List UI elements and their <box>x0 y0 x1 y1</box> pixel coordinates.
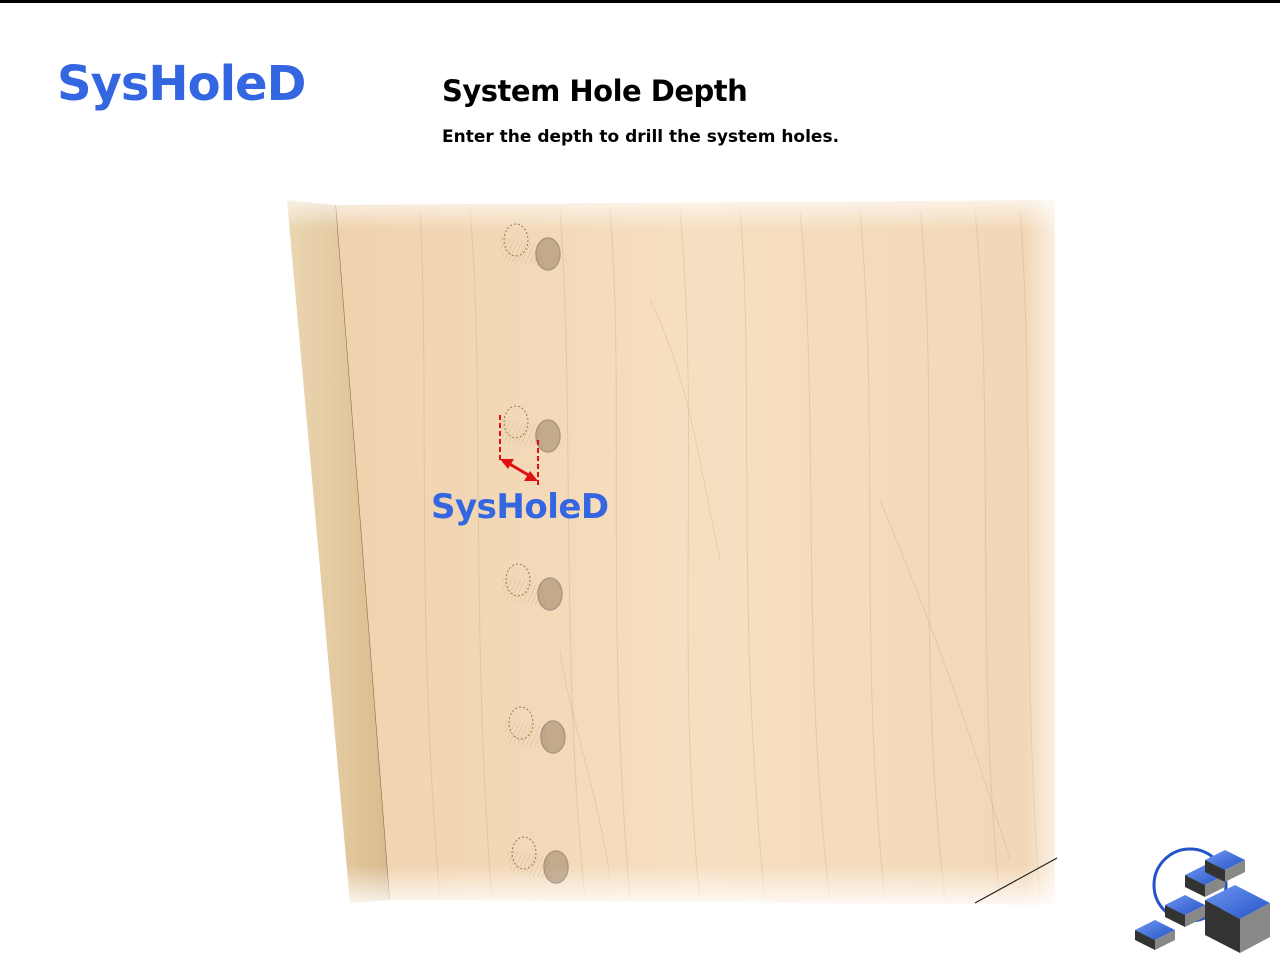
depth-callout-label: SysHoleD <box>431 487 609 527</box>
page-description: Enter the depth to drill the system hole… <box>442 127 840 147</box>
floor-line <box>974 857 1058 904</box>
page-title: System Hole Depth <box>442 74 748 108</box>
system-hole <box>506 836 569 884</box>
logo-cube-icon <box>1135 847 1270 953</box>
system-hole <box>498 223 561 271</box>
panel-edge <box>287 200 390 903</box>
panel-face <box>336 200 1055 905</box>
system-hole <box>503 706 566 754</box>
parameter-name-heading: SysHoleD <box>57 56 306 112</box>
system-hole <box>498 405 561 453</box>
depth-dimension <box>499 415 539 486</box>
system-hole <box>500 563 563 611</box>
wood-grain <box>419 209 1041 901</box>
top-rule <box>0 0 1280 3</box>
